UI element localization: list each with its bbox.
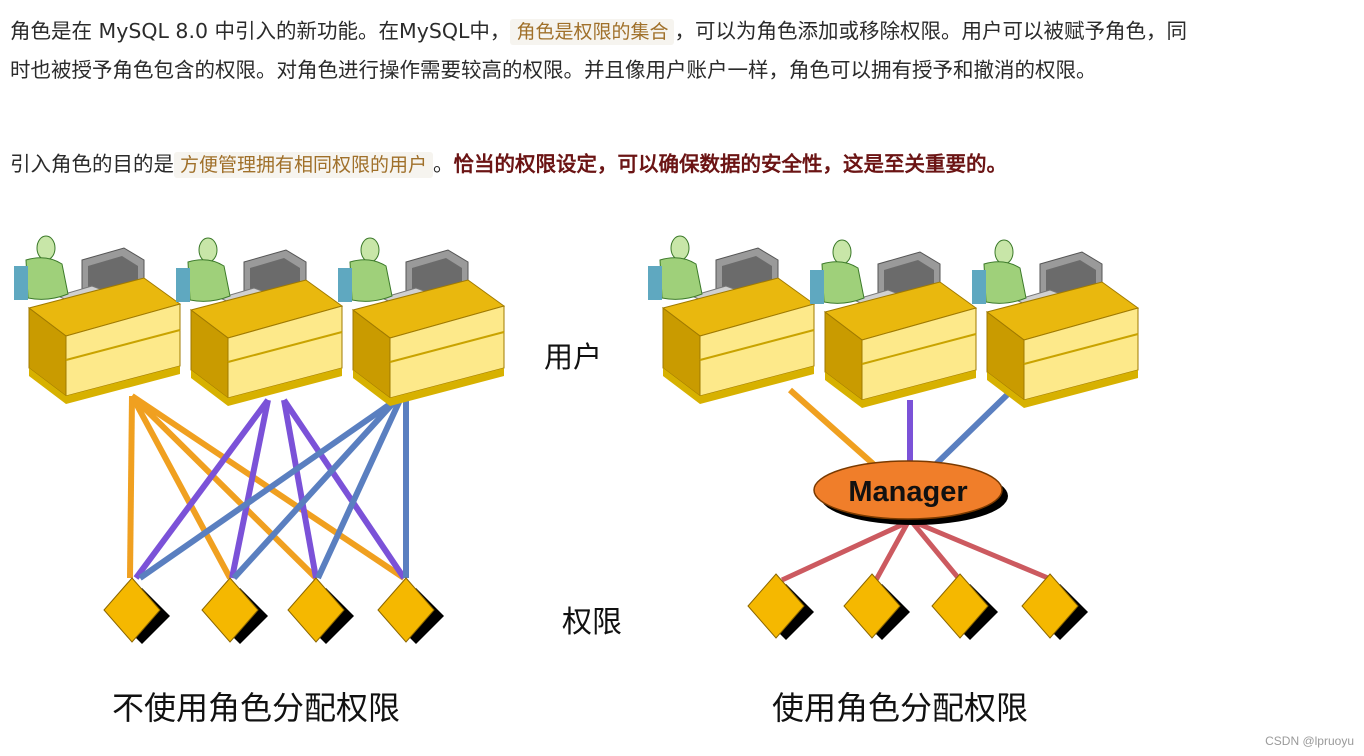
purpose-text-1: 引入角色的目的是 [10, 152, 174, 176]
users-label: 用户 [544, 340, 603, 374]
right-permission-2 [843, 573, 911, 641]
left-user-1 [13, 235, 181, 405]
right-user-1 [647, 235, 815, 405]
right-user-2 [809, 239, 977, 409]
left-user-3 [337, 237, 505, 407]
right-permission-4 [1021, 573, 1089, 641]
right-user-3 [971, 239, 1139, 409]
left-user-2 [175, 237, 343, 407]
intro-code-roles-collection: 角色是权限的集合 [510, 19, 675, 45]
manager-role: Manager [813, 460, 1008, 525]
right-permission-1 [747, 573, 815, 641]
left-permission-2 [201, 577, 269, 645]
right-role-permission-lines [780, 519, 1049, 583]
left-connection-lines [127, 393, 409, 581]
permissions-label: 权限 [562, 605, 622, 640]
intro-paragraph: 角色是在 MySQL 8.0 中引入的新功能。在MySQL中，角色是权限的集合，… [10, 12, 1190, 89]
right-caption: 使用角色分配权限 [772, 689, 1029, 727]
right-user-role-lines [788, 387, 1013, 473]
purpose-paragraph: 引入角色的目的是方便管理拥有相同权限的用户。恰当的权限设定，可以确保数据的安全性… [10, 145, 1190, 184]
purpose-code-manage-users: 方便管理拥有相同权限的用户 [174, 152, 434, 178]
right-permission-3 [931, 573, 999, 641]
intro-text-2: ，可以为角色添加或移除权限。用户可以被赋予角色，同时也被授予角色包含的权限。对角… [10, 19, 1187, 82]
intro-text-1: 角色是在 MySQL 8.0 中引入的新功能。在MySQL中， [10, 19, 511, 43]
left-caption: 不使用角色分配权限 [112, 689, 401, 727]
manager-label: Manager [848, 476, 967, 508]
role-diagram: Manager [13, 235, 1139, 645]
watermark: CSDN @lpruoyu [1265, 734, 1354, 748]
purpose-text-2: 。 [433, 152, 454, 176]
purpose-emphasis: 恰当的权限设定，可以确保数据的安全性，这是至关重要的。 [453, 152, 1008, 176]
left-permission-3 [287, 577, 355, 645]
left-permission-4 [377, 577, 445, 645]
left-permission-1 [103, 577, 171, 645]
